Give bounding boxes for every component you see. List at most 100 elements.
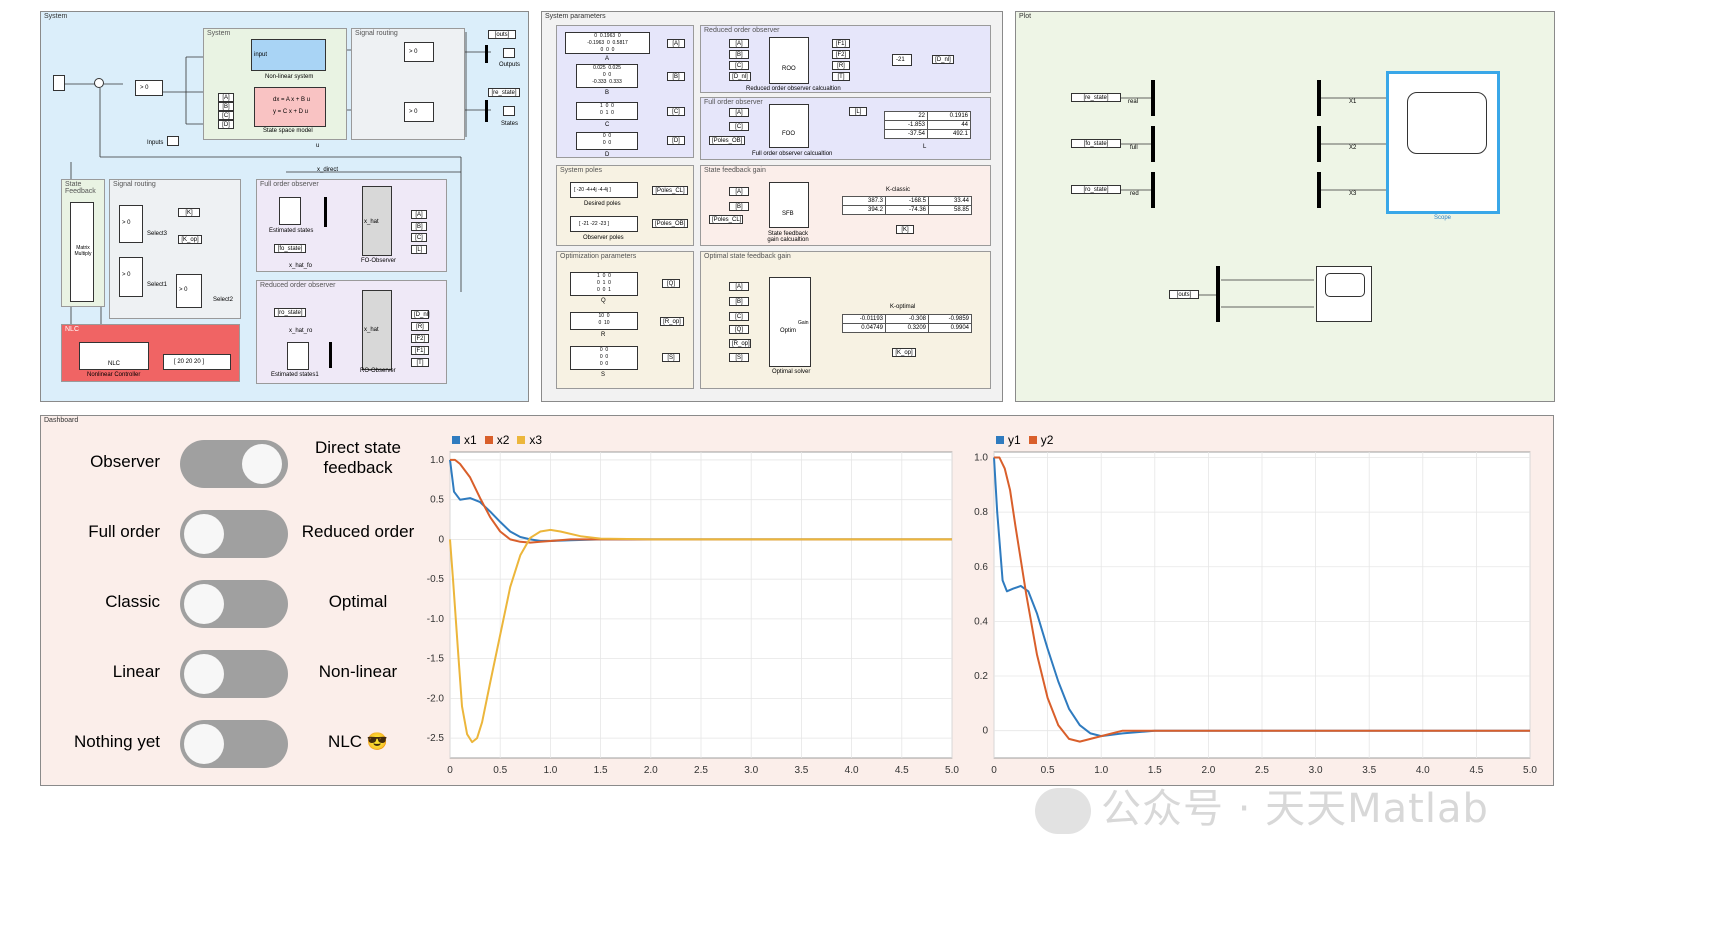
select2-switch[interactable]: > 0 bbox=[176, 274, 202, 308]
toggle-knob bbox=[184, 654, 224, 694]
legend-y2: y2 bbox=[1028, 433, 1053, 447]
toggle-right-label: Optimal bbox=[328, 592, 388, 611]
estimated-states1-scope[interactable] bbox=[287, 342, 309, 370]
chart2-legend: y1 y2 bbox=[996, 433, 1053, 447]
desired-poles-block[interactable]: [ -20 -4+4j -4-4j ] bbox=[570, 182, 638, 198]
y-tick-label: 1.0 bbox=[430, 455, 444, 466]
switch-block-1[interactable]: > 0 bbox=[404, 42, 434, 62]
x-tick-label: 5.0 bbox=[945, 765, 959, 776]
observer-poles-block[interactable]: [ -21 -22 -23 ] bbox=[570, 216, 638, 232]
step-block[interactable] bbox=[53, 75, 65, 91]
system-poles-subsystem: System poles bbox=[556, 165, 694, 246]
x-tick-label: 2.0 bbox=[644, 765, 658, 776]
nlc-const-block[interactable]: [ 20 20 20 ] bbox=[163, 354, 231, 370]
toggle-left-label: Linear bbox=[112, 662, 160, 681]
y-tick-label: 0.8 bbox=[974, 507, 988, 518]
roo-block[interactable]: ROO bbox=[769, 37, 809, 84]
outputs-scope-icon[interactable] bbox=[503, 48, 515, 58]
system-parameters-panel: System parameters 0 0.1963 0-0.1963 0 0.… bbox=[541, 11, 1003, 402]
sfb-block[interactable]: SFB bbox=[769, 182, 809, 228]
l-gain-cell: -37.54 bbox=[884, 129, 928, 139]
toggle-knob bbox=[184, 724, 224, 764]
toggle-left-label: Nothing yet bbox=[74, 732, 160, 751]
plot-tag-outs: [outs] bbox=[1169, 290, 1199, 299]
x-tick-label: 5.0 bbox=[1523, 765, 1537, 776]
matrix-multiply-block[interactable]: Matrix Multiply bbox=[70, 202, 94, 302]
y-tick-label: 0.4 bbox=[974, 616, 988, 627]
plot-tag-fo-state: [fo_state] bbox=[1071, 139, 1121, 148]
tag-b: [B] bbox=[218, 102, 234, 111]
k-optimal-cell: 0.9904 bbox=[928, 323, 972, 333]
nlc-block[interactable]: NLC bbox=[79, 342, 149, 370]
x-tick-label: 2.5 bbox=[1255, 765, 1269, 776]
toggle-switch[interactable] bbox=[180, 440, 288, 488]
k-classic-cell: -168.5 bbox=[885, 196, 929, 206]
select3-switch[interactable]: > 0 bbox=[119, 205, 143, 243]
toggle-knob bbox=[184, 584, 224, 624]
inputs-scope-icon[interactable] bbox=[167, 136, 179, 146]
nonlinear-system-block[interactable]: input bbox=[251, 39, 326, 71]
k-classic-cell: 394.2 bbox=[842, 205, 886, 215]
system-panel: System bbox=[40, 11, 529, 402]
l-gain-cell: 22 bbox=[884, 111, 928, 121]
switch-block-2[interactable]: > 0 bbox=[404, 102, 434, 122]
scope-block[interactable] bbox=[1386, 71, 1500, 214]
series-y2-line bbox=[994, 456, 1530, 743]
l-gain-cell: 0.1916 bbox=[927, 111, 971, 121]
sum-block[interactable] bbox=[94, 78, 104, 88]
k-optimal-cell: -0.308 bbox=[885, 314, 929, 324]
x-tick-label: 1.5 bbox=[1148, 765, 1162, 776]
x-tick-label: 4.5 bbox=[1469, 765, 1483, 776]
select1-switch[interactable]: > 0 bbox=[119, 257, 143, 297]
tag-c: [C] bbox=[218, 111, 234, 120]
x-tick-label: 2.0 bbox=[1201, 765, 1215, 776]
tag-k-op: [K_op] bbox=[178, 235, 202, 244]
toggle-switch[interactable] bbox=[180, 650, 288, 698]
state-space-block[interactable]: dx = A x + B u y = C x + D u bbox=[254, 87, 326, 127]
states-mux bbox=[485, 100, 488, 122]
wechat-icon bbox=[1035, 788, 1091, 834]
toggle-switch[interactable] bbox=[180, 580, 288, 628]
x-tick-label: 3.0 bbox=[1309, 765, 1323, 776]
legend-x1: x1 bbox=[452, 433, 477, 447]
k-classic-cell: 387.3 bbox=[842, 196, 886, 206]
toggle-switch[interactable] bbox=[180, 720, 288, 768]
k-classic-cell: 33.44 bbox=[928, 196, 972, 206]
x-tick-label: 2.5 bbox=[694, 765, 708, 776]
fo-observer-block[interactable]: x_hat bbox=[362, 186, 392, 256]
u-label: u bbox=[316, 143, 320, 149]
estimated-states-scope[interactable] bbox=[279, 197, 301, 225]
plot-tag-re-state: [re_state] bbox=[1071, 93, 1121, 102]
foo-block[interactable]: FOO bbox=[769, 104, 809, 148]
y-tick-label: -1.0 bbox=[427, 614, 445, 625]
k-optimal-cell: 0.04749 bbox=[842, 323, 886, 333]
x-tick-label: 3.5 bbox=[794, 765, 808, 776]
outs-mux bbox=[1216, 266, 1220, 322]
ro-observer-block[interactable]: x_hat bbox=[362, 290, 392, 370]
x-tick-label: 4.0 bbox=[1416, 765, 1430, 776]
tag-fo-state: [fo_state] bbox=[274, 244, 306, 253]
state-space-label: State space model bbox=[263, 128, 313, 134]
k-optimal-cell: -0.9859 bbox=[928, 314, 972, 324]
toggle-right-label: Reduced order bbox=[301, 522, 415, 541]
const-21-block[interactable]: -21 bbox=[892, 54, 912, 66]
states-scope-icon[interactable] bbox=[503, 106, 515, 116]
outs-scope-block[interactable] bbox=[1316, 266, 1372, 322]
optim-block[interactable]: Optim Gain bbox=[769, 277, 811, 367]
x-tick-label: 0.5 bbox=[493, 765, 507, 776]
reduced-order-observer-subsystem: Reduced order observer bbox=[256, 280, 447, 384]
switch-block-input[interactable]: > 0 bbox=[135, 80, 163, 96]
toggle-switch[interactable] bbox=[180, 510, 288, 558]
